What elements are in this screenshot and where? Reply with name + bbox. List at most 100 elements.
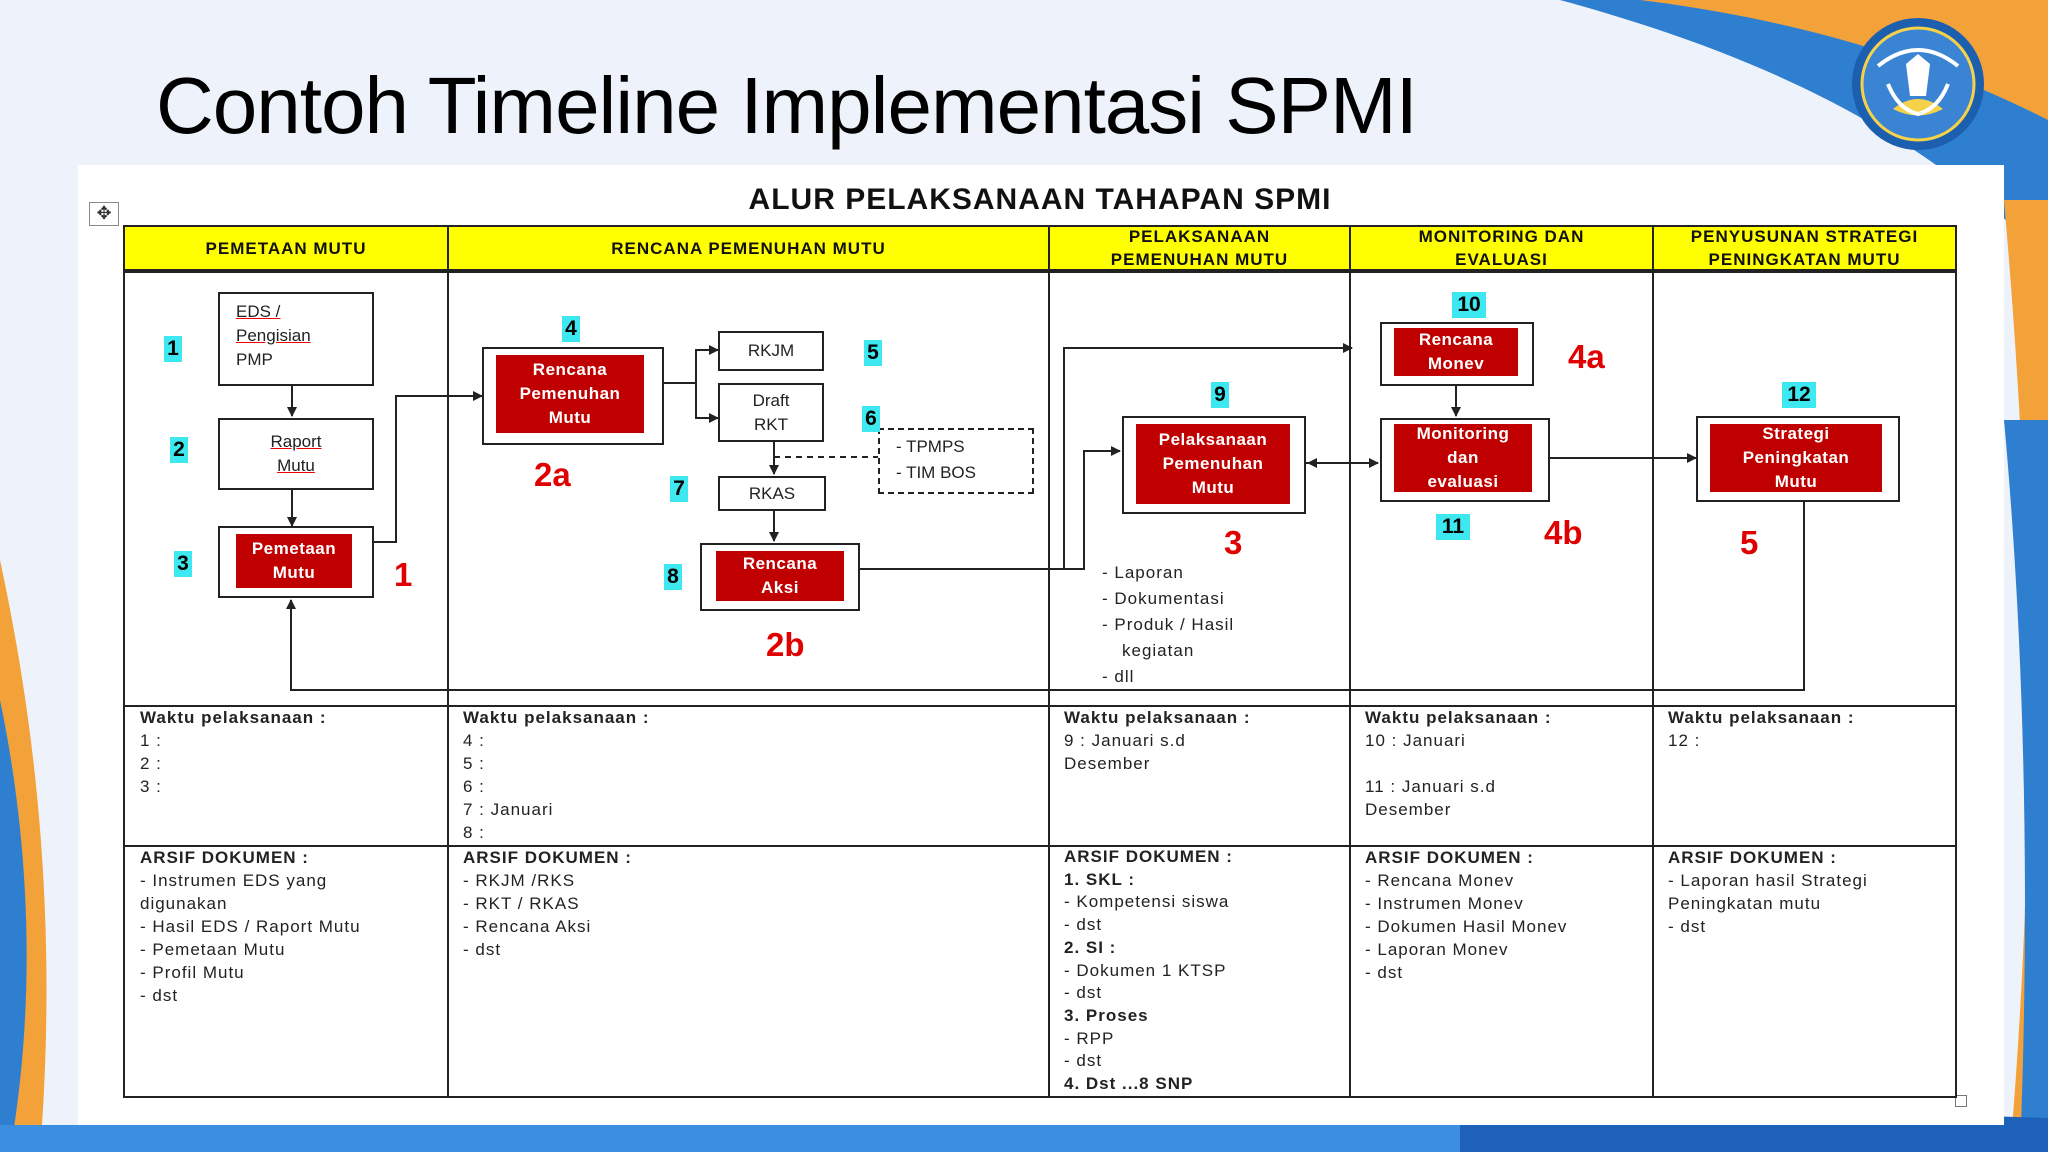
waktu-label: Waktu pelaksanaan : (1365, 708, 1552, 727)
box-label: RKJM (747, 341, 795, 360)
header-label: PENINGKATAN MUTU (1708, 250, 1901, 269)
box-label: Rencana (532, 360, 608, 379)
box-label: Mutu (1774, 472, 1818, 491)
header-label: RENCANA PEMENUHAN MUTU (611, 238, 886, 258)
arsip-item: - dst (1668, 917, 1707, 936)
arsip-item: 2. SI : (1064, 937, 1117, 957)
box-label: Pemenuhan (519, 384, 621, 403)
waktu-col4: Waktu pelaksanaan : 10 : Januari 11 : Ja… (1365, 706, 1552, 821)
arsip-item: - dst (1365, 963, 1404, 982)
arsip-item: 1. SKL : (1064, 869, 1135, 889)
arsip-label: ARSIF DOKUMEN : (140, 848, 309, 867)
arsip-item: - Instrumen Monev (1365, 894, 1524, 913)
arsip-item: Peningkatan mutu (1668, 894, 1822, 913)
waktu-label: Waktu pelaksanaan : (463, 708, 650, 727)
stage-label-4a: 4a (1568, 338, 1605, 375)
arsip-col3: ARSIF DOKUMEN : 1. SKL : - Kompetensi si… (1064, 846, 1233, 1096)
arsip-col2: ARSIF DOKUMEN : - RKJM /RKS - RKT / RKAS… (463, 846, 632, 961)
box-label: Mutu (1191, 478, 1235, 497)
arsip-item: 4. Dst ...8 SNP (1064, 1074, 1194, 1094)
waktu-label: Waktu pelaksanaan : (1668, 708, 1855, 727)
box-label: RKAS (748, 483, 796, 503)
stage-label-1: 1 (394, 556, 413, 593)
box-label: Rencana (742, 554, 818, 573)
box-label: - TPMPS (896, 437, 965, 456)
diagram-title: ALUR PELAKSANAAN TAHAPAN SPMI (748, 183, 1332, 216)
header-label: PEMENUHAN MUTU (1110, 250, 1289, 269)
table-resize-handle[interactable] (1955, 1095, 1967, 1107)
arsip-item: - Laporan hasil Strategi (1668, 871, 1868, 890)
box-label: Peningkatan (1742, 448, 1850, 467)
waktu-item: 4 : (463, 731, 485, 750)
arsip-item: digunakan (140, 894, 228, 913)
box-label: EDS / (236, 302, 281, 321)
pelaksanaan-outputs: - Laporan - Dokumentasi - Produk / Hasil… (1102, 560, 1234, 690)
step-number-3: 3 (174, 551, 192, 577)
arsip-item: - Rencana Aksi (463, 917, 592, 936)
stage-label-5: 5 (1740, 524, 1759, 561)
box-label: Mutu (277, 456, 315, 475)
tpmps-timbos-box: - TPMPS - TIM BOS (878, 428, 1034, 494)
waktu-label: Waktu pelaksanaan : (140, 708, 327, 727)
step-number-6: 6 (862, 406, 880, 432)
stage-label-4b: 4b (1544, 514, 1583, 551)
box-label: Mutu (272, 563, 316, 582)
waktu-label: Waktu pelaksanaan : (1064, 708, 1251, 727)
header-label: EVALUASI (1455, 250, 1548, 269)
output-item: kegiatan (1122, 641, 1195, 660)
box-label: RKT (754, 414, 788, 434)
box-label: Strategi (1762, 424, 1830, 443)
step-number-10: 10 (1452, 292, 1486, 318)
step-number-2: 2 (170, 437, 188, 463)
arsip-label: ARSIF DOKUMEN : (1668, 848, 1837, 867)
step-number-8: 8 (664, 564, 682, 590)
output-item: - Produk / Hasil (1102, 615, 1235, 634)
arsip-item: - dst (140, 986, 179, 1005)
waktu-item: 11 : Januari s.d (1365, 777, 1496, 796)
rkjm-box: RKJM (718, 331, 824, 371)
rkas-box: RKAS (718, 476, 826, 511)
arsip-item: - Dokumen 1 KTSP (1064, 960, 1227, 980)
table-move-handle-icon[interactable]: ✥ (89, 202, 119, 226)
box-label: Pengisian (236, 326, 311, 345)
slide-title: Contoh Timeline Implementasi SPMI (156, 61, 1418, 150)
stage-label-2a: 2a (534, 456, 571, 493)
arsip-item: - RKT / RKAS (463, 894, 580, 913)
arsip-col1: ARSIF DOKUMEN : - Instrumen EDS yang dig… (140, 846, 361, 1007)
header-pemetaan-mutu: PEMETAAN MUTU (124, 226, 448, 270)
header-label: PEMETAAN MUTU (205, 238, 367, 258)
arsip-item: - dst (1064, 915, 1103, 935)
waktu-item: Desember (1365, 800, 1452, 819)
arsip-item: - Hasil EDS / Raport Mutu (140, 917, 361, 936)
waktu-item: 1 : (140, 731, 162, 750)
waktu-item: 6 : (463, 777, 485, 796)
waktu-col5: Waktu pelaksanaan : 12 : (1668, 706, 1855, 752)
box-label: Pemetaan (251, 539, 337, 558)
ministry-logo (1852, 18, 1984, 150)
waktu-col2: Waktu pelaksanaan : 4 : 5 : 6 : 7 : Janu… (463, 706, 650, 844)
box-label: Draft (752, 390, 790, 410)
waktu-item: 7 : Januari (463, 800, 554, 819)
diagram-panel (78, 165, 2004, 1125)
step-number-1: 1 (164, 336, 182, 362)
arsip-item: - RKJM /RKS (463, 871, 576, 890)
waktu-item: 5 : (463, 754, 485, 773)
arsip-label: ARSIF DOKUMEN : (1064, 847, 1233, 866)
stage-label-2b: 2b (766, 626, 805, 663)
arsip-label: ARSIF DOKUMEN : (1365, 848, 1534, 867)
stage-label-3: 3 (1224, 524, 1243, 561)
arsip-item: - dst (1064, 983, 1103, 1003)
arsip-item: - Pemetaan Mutu (140, 940, 286, 959)
arsip-item: - Dokumen Hasil Monev (1365, 917, 1568, 936)
output-item: - Dokumentasi (1102, 589, 1225, 608)
box-label: dan (1447, 448, 1479, 467)
